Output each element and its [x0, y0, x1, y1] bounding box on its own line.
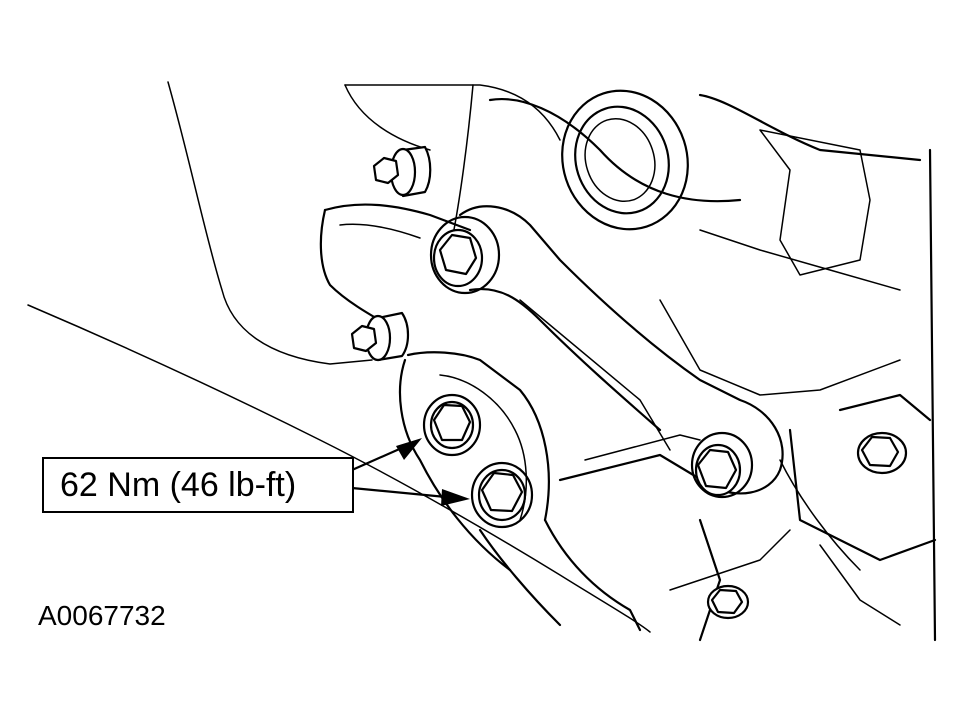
transmission-housing [319, 93, 937, 642]
background-contours [27, 81, 651, 633]
arrowhead-lower [441, 489, 470, 506]
bolt-bottom [706, 584, 750, 620]
mount-bracket [398, 205, 791, 642]
bolt-bracket-top [429, 215, 501, 295]
stud-upper [372, 145, 432, 198]
stud-lower [350, 311, 410, 362]
bolt-right [690, 431, 754, 499]
housing-boss [561, 89, 689, 231]
arrowhead-upper [396, 438, 422, 460]
bolt-callout-upper [422, 393, 482, 457]
bolt-callout-lower [470, 461, 534, 529]
figure-id: A0067732 [38, 600, 166, 631]
torque-spec-callout: 62 Nm (46 lb-ft) [42, 457, 354, 513]
torque-spec-label: 62 Nm (46 lb-ft) [60, 466, 297, 504]
bolt-far-right [856, 431, 908, 475]
callout-leaders [350, 438, 470, 506]
